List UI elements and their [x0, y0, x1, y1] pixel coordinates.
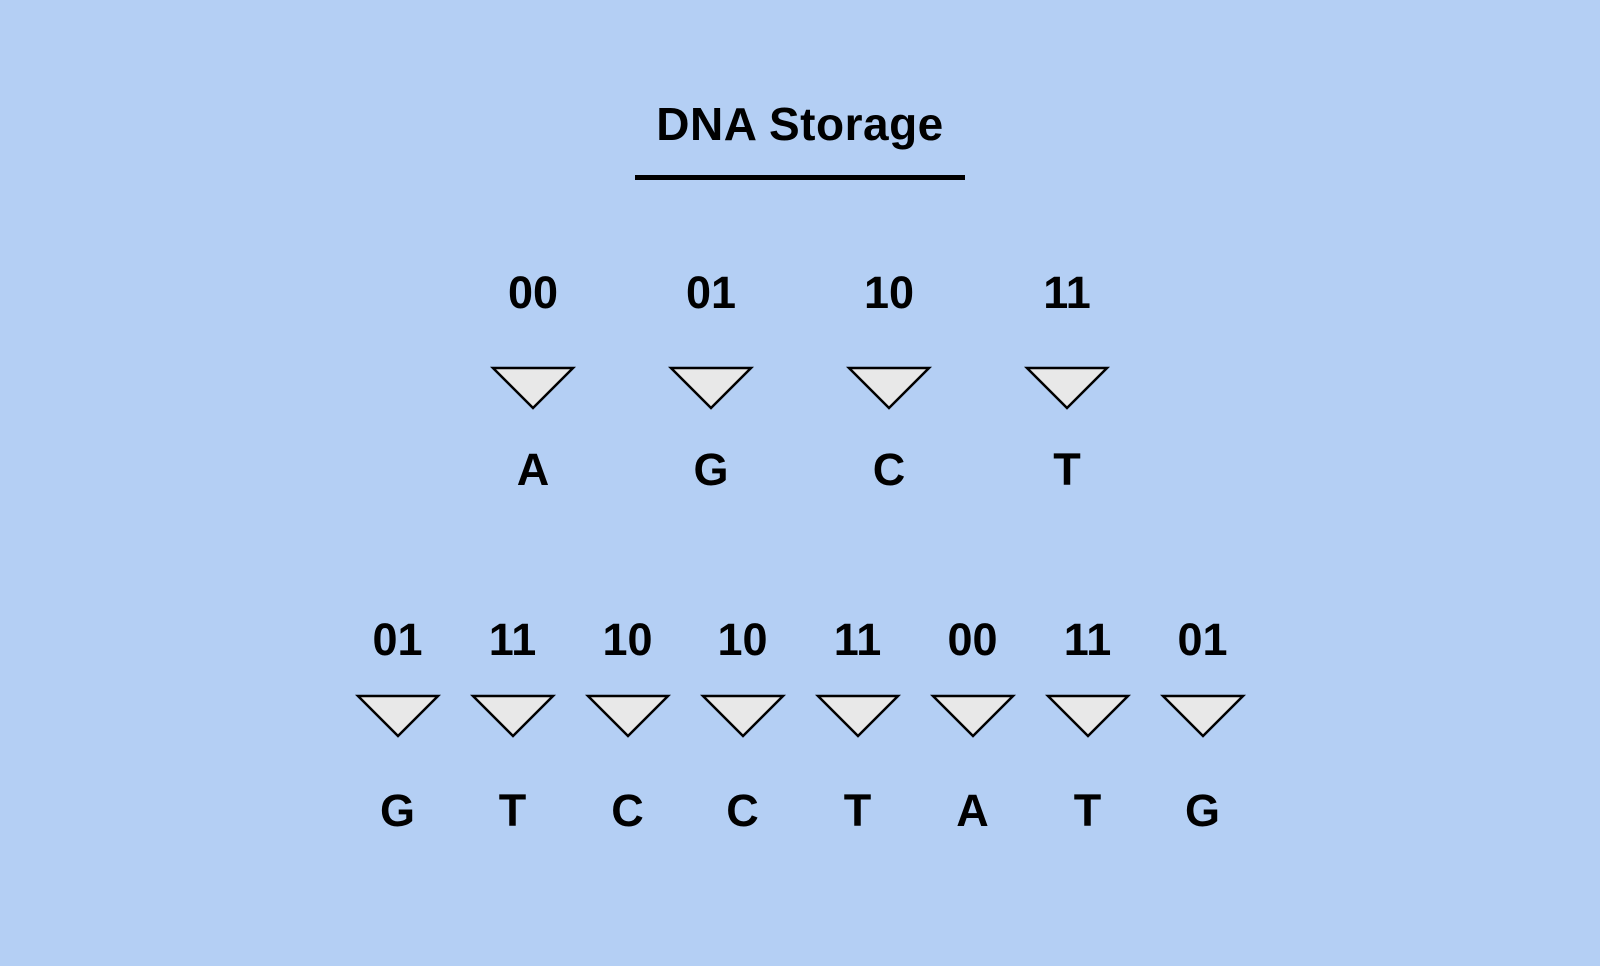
- bits-label: 01: [1177, 614, 1228, 665]
- bits-label: 00: [507, 267, 559, 318]
- sequence-item: 00 A: [915, 617, 1030, 833]
- arrow-down-icon: [846, 366, 932, 410]
- arrow-down-icon: [814, 694, 901, 738]
- base-label: A: [516, 444, 550, 495]
- bits-label: 10: [717, 614, 768, 665]
- sequence-row: 01 G 11 T 10 C 10 C 11 T 00 A: [0, 617, 1600, 833]
- bits-label: 01: [372, 614, 423, 665]
- sequence-item: 01 G: [1145, 617, 1260, 833]
- arrow-down-icon: [1024, 366, 1110, 410]
- bits-label: 11: [488, 614, 537, 665]
- base-label: T: [1073, 785, 1102, 836]
- sequence-item: 11 T: [1030, 617, 1145, 833]
- bits-label: 11: [833, 614, 882, 665]
- page-title: DNA Storage: [656, 98, 944, 150]
- bits-label: 01: [685, 267, 737, 318]
- sequence-item: 10 C: [570, 617, 685, 833]
- base-label: A: [956, 785, 989, 836]
- arrow-down-icon: [469, 694, 556, 738]
- bits-label: 00: [947, 614, 998, 665]
- sequence-item: 11 T: [455, 617, 570, 833]
- sequence-item: 10 C: [685, 617, 800, 833]
- base-label: C: [726, 785, 759, 836]
- arrow-down-icon: [668, 366, 754, 410]
- bits-label: 11: [1043, 267, 1091, 318]
- arrow-down-icon: [1159, 694, 1246, 738]
- title-underline: [635, 174, 965, 180]
- encoding-item: 10 C: [800, 270, 978, 492]
- arrow-down-icon: [354, 694, 441, 738]
- bits-label: 11: [1063, 614, 1112, 665]
- sequence-item: 01 G: [340, 617, 455, 833]
- base-label: G: [1184, 785, 1220, 836]
- base-label: T: [498, 785, 527, 836]
- base-label: C: [872, 444, 906, 495]
- arrow-down-icon: [699, 694, 786, 738]
- base-label: T: [1053, 444, 1081, 495]
- base-label: G: [379, 785, 415, 836]
- bits-label: 10: [863, 267, 915, 318]
- encoding-item: 01 G: [622, 270, 800, 492]
- encoding-item: 11 T: [978, 270, 1156, 492]
- title-block: DNA Storage: [0, 98, 1600, 180]
- arrow-down-icon: [490, 366, 576, 410]
- arrow-down-icon: [1044, 694, 1131, 738]
- encoding-map-row: 00 A 01 G 10 C 11 T: [0, 270, 1600, 492]
- bits-label: 10: [602, 614, 653, 665]
- base-label: T: [843, 785, 872, 836]
- base-label: C: [611, 785, 644, 836]
- sequence-item: 11 T: [800, 617, 915, 833]
- encoding-item: 00 A: [444, 270, 622, 492]
- arrow-down-icon: [929, 694, 1016, 738]
- arrow-down-icon: [584, 694, 671, 738]
- base-label: G: [693, 444, 729, 495]
